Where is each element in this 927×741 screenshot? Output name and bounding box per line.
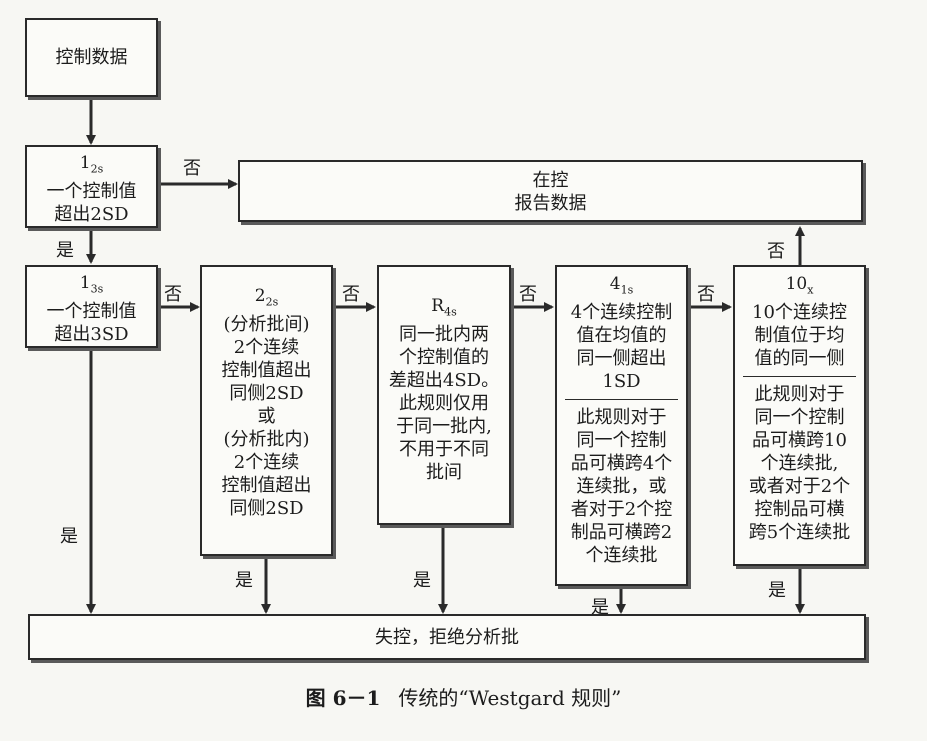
rule-r4s-line: 不用于不同 xyxy=(399,439,489,461)
rule-22s-line: 同侧2SD xyxy=(229,383,304,405)
figure-number: 图 6－1 xyxy=(305,686,381,710)
rule-41s-divider xyxy=(565,399,678,401)
yes-label: 是 xyxy=(235,570,253,591)
rule-10x-note: 跨5个连续批 xyxy=(748,522,851,544)
rule-41s-note: 制品可横跨2 xyxy=(570,522,673,544)
rule-41s-code: 41s xyxy=(609,274,634,297)
control-data-label: 控制数据 xyxy=(55,47,128,68)
rule-r4s-line: 个控制值的 xyxy=(399,347,489,369)
rule-22s-line: (分析批内) xyxy=(223,429,310,451)
rule-13s-line: 超出3SD xyxy=(54,324,129,346)
rule-10x-line: 10个连续控 xyxy=(752,302,847,324)
rule-r4s-line: 同一批内两 xyxy=(399,324,489,346)
control-data-box: 控制数据 xyxy=(25,18,158,97)
rule-22s-code: 22s xyxy=(254,286,279,309)
yes-label: 是 xyxy=(591,597,609,618)
rule-r4s-line: 此规则仅用 xyxy=(399,393,489,415)
rule-22s-line: 2个连续 xyxy=(233,452,300,474)
rule-22s-line: 2个连续 xyxy=(233,337,300,359)
no-label: 否 xyxy=(183,158,201,179)
rule-41s-line: 值在均值的 xyxy=(576,325,667,347)
rule-12s-line: 一个控制值 xyxy=(46,181,137,203)
rule-12s-code: 12s xyxy=(79,153,104,176)
rule-12s-box: 12s 一个控制值 超出2SD xyxy=(25,145,158,228)
rule-22s-line: 同侧2SD xyxy=(229,498,304,520)
rule-10x-divider xyxy=(743,376,856,378)
yes-label: 是 xyxy=(56,240,74,261)
reject-label: 失控，拒绝分析批 xyxy=(375,627,519,648)
rule-13s-line: 一个控制值 xyxy=(46,301,137,323)
reject-box: 失控，拒绝分析批 xyxy=(28,614,866,660)
rule-10x-note: 或者对于2个 xyxy=(748,476,851,498)
rule-41s-note: 此规则对于 xyxy=(576,407,667,429)
yes-label: 是 xyxy=(768,580,786,601)
rule-r4s-line: 批间 xyxy=(426,462,462,484)
rule-r4s-code: R4s xyxy=(431,296,457,319)
rule-10x-code: 10x xyxy=(785,274,814,297)
yes-label: 是 xyxy=(413,570,431,591)
rule-41s-box: 41s 4个连续控制 值在均值的 同一侧超出 1SD 此规则对于 同一个控制 品… xyxy=(555,265,688,586)
rule-41s-line: 同一侧超出 xyxy=(576,348,667,370)
rule-22s-line: 或 xyxy=(257,406,276,428)
rule-10x-line: 制值位于均 xyxy=(754,325,845,347)
rule-r4s-box: R4s 同一批内两 个控制值的 差超出4SD。 此规则仅用 于同一批内, 不用于… xyxy=(377,265,511,525)
rule-41s-note: 者对于2个控 xyxy=(570,499,673,521)
rule-10x-note: 控制品可横 xyxy=(754,499,845,521)
rule-13s-code: 13s xyxy=(79,273,104,296)
rule-10x-note: 同一个控制 xyxy=(754,407,845,429)
rule-r4s-line: 差超出4SD。 xyxy=(388,370,500,392)
rule-41s-note: 同一个控制 xyxy=(576,430,667,452)
rule-41s-note: 连续批，或 xyxy=(576,476,667,498)
rule-22s-line: 控制值超出 xyxy=(221,475,312,497)
rule-22s-box: 22s (分析批间) 2个连续 控制值超出 同侧2SD 或 (分析批内) 2个连… xyxy=(200,265,333,556)
in-control-box: 在控 报告数据 xyxy=(238,160,863,222)
no-label: 否 xyxy=(697,284,715,305)
in-control-line: 报告数据 xyxy=(514,193,587,214)
rule-41s-note: 品可横跨4个 xyxy=(570,453,673,475)
rule-10x-note: 品可横跨10 xyxy=(752,430,847,452)
no-label: 否 xyxy=(164,284,182,305)
rule-41s-line: 4个连续控制 xyxy=(570,302,673,324)
no-label: 否 xyxy=(519,284,537,305)
rule-41s-line: 1SD xyxy=(602,371,641,393)
no-label: 否 xyxy=(342,284,360,305)
rule-22s-line: (分析批间) xyxy=(223,314,310,336)
yes-label: 是 xyxy=(60,526,78,547)
rule-12s-line: 超出2SD xyxy=(54,204,129,226)
figure-title: 传统的“Westgard 规则” xyxy=(398,686,622,710)
figure-caption: 图 6－1 传统的“Westgard 规则” xyxy=(0,682,927,711)
rule-10x-line: 值的同一侧 xyxy=(754,348,845,370)
rule-13s-box: 13s 一个控制值 超出3SD xyxy=(25,265,158,348)
rule-10x-box: 10x 10个连续控 制值位于均 值的同一侧 此规则对于 同一个控制 品可横跨1… xyxy=(733,265,866,566)
in-control-line: 在控 xyxy=(532,170,569,191)
no-label: 否 xyxy=(767,241,785,262)
rule-10x-note: 此规则对于 xyxy=(754,384,845,406)
rule-10x-note: 个连续批, xyxy=(760,453,839,475)
rule-r4s-line: 于同一批内, xyxy=(396,416,492,438)
rule-22s-line: 控制值超出 xyxy=(221,360,312,382)
rule-41s-note: 个连续批 xyxy=(585,545,658,567)
